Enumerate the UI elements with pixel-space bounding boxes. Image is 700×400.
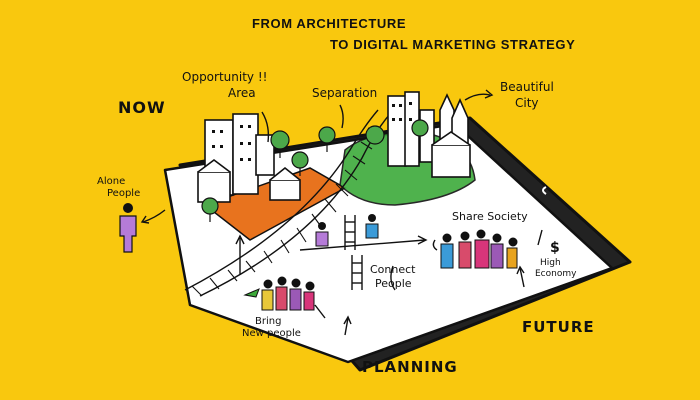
label-separation: Separation	[312, 86, 378, 100]
label-high-economy-line2: Economy	[535, 269, 577, 279]
label-share-society: Share Society	[452, 210, 528, 223]
title-line-1: FROM ARCHITECTURE	[252, 16, 407, 31]
label-opportunity-line1: Opportunity !!	[182, 70, 268, 84]
label-high-economy-line1: High	[540, 258, 561, 268]
connect-ladder	[344, 215, 363, 290]
trees	[201, 119, 429, 215]
label-future: FUTURE	[522, 318, 595, 336]
label-now: NOW	[118, 98, 166, 117]
title-line-2: TO DIGITAL MARKETING STRATEGY	[330, 37, 576, 52]
label-connect-line1: Connect	[370, 263, 416, 276]
label-alone-line1: Alone	[97, 176, 126, 187]
connecting-people-icon	[315, 214, 379, 247]
label-bring-line2: New people	[242, 328, 301, 339]
label-alone-line2: People	[107, 188, 141, 199]
tablet-button-icon	[542, 186, 547, 195]
label-beautiful-city-line2: City	[515, 96, 539, 110]
share-society-people-icon	[440, 229, 518, 269]
annotation-arrows	[140, 89, 543, 336]
label-dollar-symbol: $	[550, 240, 560, 256]
left-buildings	[197, 113, 301, 203]
label-beautiful-city-line1: Beautiful	[500, 80, 554, 94]
alone-person-icon	[119, 203, 137, 253]
label-opportunity-line2: Area	[228, 86, 256, 100]
label-connect-line2: People	[375, 277, 412, 290]
label-planning: PLANNING	[362, 358, 458, 376]
label-bring-line1: Bring	[255, 316, 282, 327]
new-people-icon	[243, 276, 315, 311]
